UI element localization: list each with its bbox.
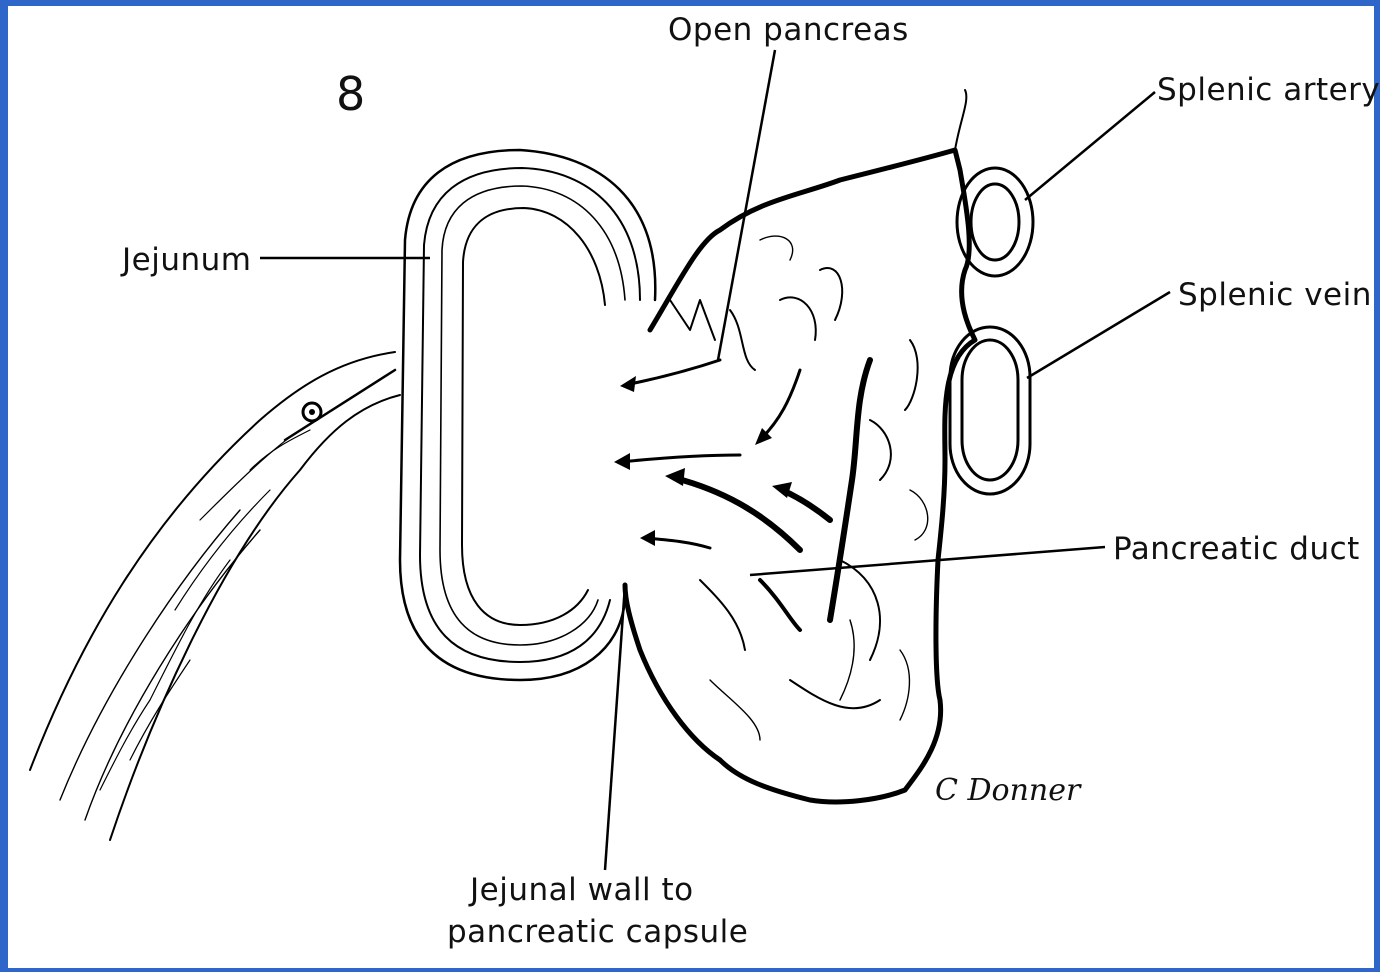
label-pancreatic-duct: Pancreatic duct: [1113, 531, 1360, 567]
label-jejunum: Jejunum: [120, 242, 251, 278]
jejunum-loop: [400, 150, 655, 680]
figure-number: 8: [336, 67, 365, 121]
leader-lines: [260, 50, 1170, 870]
flow-arrows: [614, 360, 830, 550]
label-jejunal-wall-line2: pancreatic capsule: [447, 914, 748, 950]
artist-signature: C Donner: [935, 773, 1082, 808]
label-open-pancreas: Open pancreas: [668, 12, 909, 48]
pancreas-drawing: [625, 90, 975, 802]
label-jejunal-wall-line1: Jejunal wall to: [468, 872, 694, 908]
label-splenic-vein: Splenic vein: [1178, 277, 1372, 313]
label-splenic-artery: Splenic artery: [1157, 72, 1380, 108]
mesentery-drawing: [30, 352, 400, 840]
